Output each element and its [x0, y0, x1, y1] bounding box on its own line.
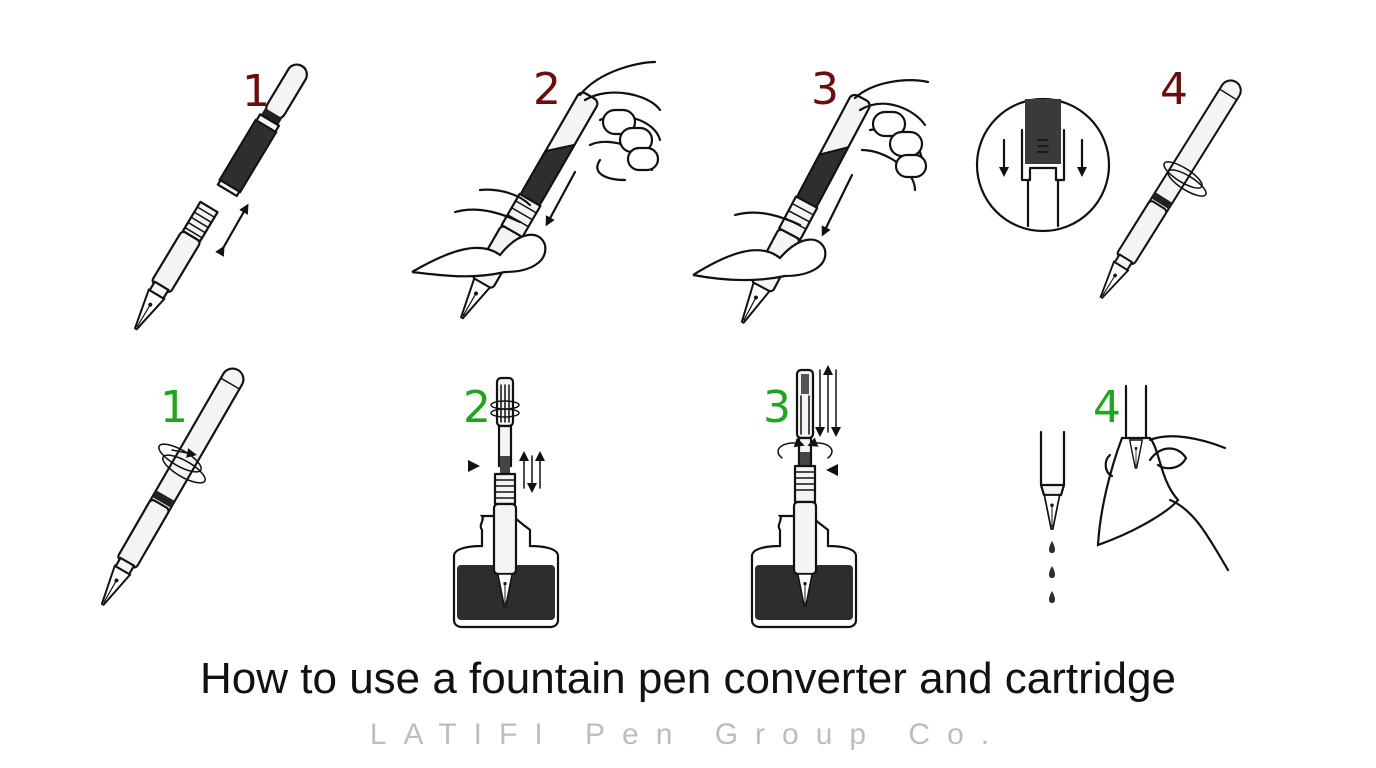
cartridge-step-2-number: 2	[533, 68, 561, 112]
cartridge-step-4-number: 4	[1160, 68, 1188, 112]
converter-step-4-number: 4	[1093, 386, 1121, 430]
figure-title: How to use a fountain pen converter and …	[0, 654, 1376, 704]
hand-pushing-cartridge-icon	[693, 80, 928, 328]
cartridge-pierced-detail-icon	[977, 77, 1245, 303]
company-watermark: LATIFI Pen Group Co.	[0, 718, 1376, 752]
pen-separated-icon	[126, 60, 312, 335]
cartridge-step-1-number: 1	[242, 70, 270, 114]
converter-step-3-number: 3	[763, 386, 791, 430]
wiping-nib-icon	[1041, 386, 1228, 603]
converter-step-1-number: 1	[160, 386, 188, 430]
cartridge-step-3-number: 3	[811, 68, 839, 112]
converter-step-2-number: 2	[463, 386, 491, 430]
